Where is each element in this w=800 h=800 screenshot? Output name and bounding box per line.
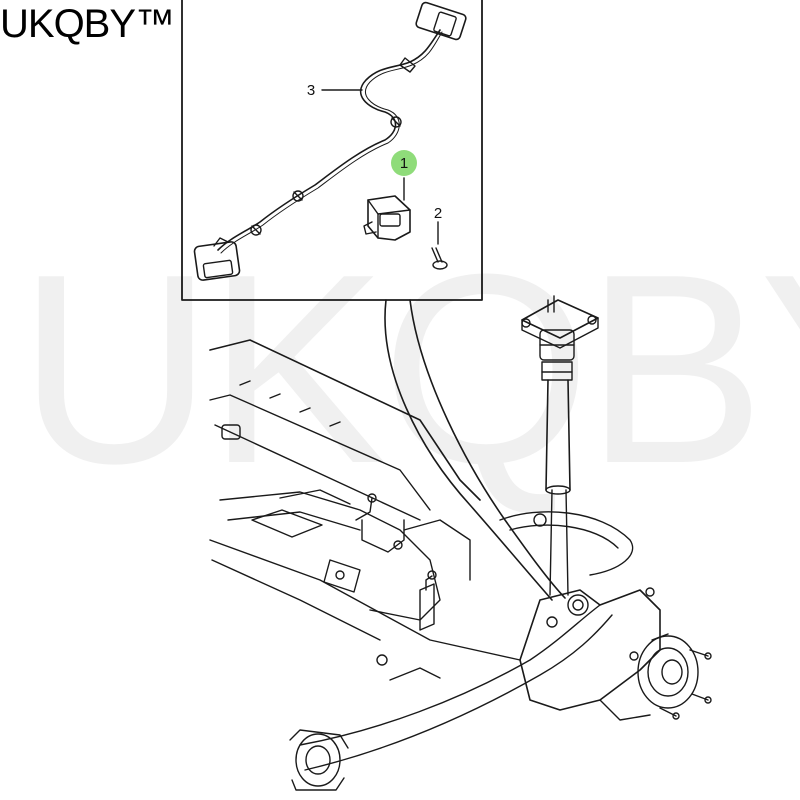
callout-3-label: 3 xyxy=(307,82,315,99)
sensor-part xyxy=(363,195,411,241)
wheel-hub xyxy=(519,587,712,721)
callout-1: 1 xyxy=(391,150,417,176)
callout-3: 3 xyxy=(307,82,315,99)
callout-2: 2 xyxy=(434,205,442,222)
brand-logo: UKQBY™ xyxy=(0,2,175,46)
suspension-subframe xyxy=(209,339,634,791)
leader-lines xyxy=(384,299,566,601)
callout-1-highlight xyxy=(391,150,417,176)
callout-1-label: 1 xyxy=(400,155,408,172)
shock-absorber xyxy=(521,295,599,596)
detail-inset xyxy=(181,0,483,301)
callout-2-label: 2 xyxy=(434,205,442,222)
bolt-part xyxy=(431,247,448,270)
wiring-harness xyxy=(193,1,467,281)
watermark: UKQBY™ xyxy=(18,219,800,520)
